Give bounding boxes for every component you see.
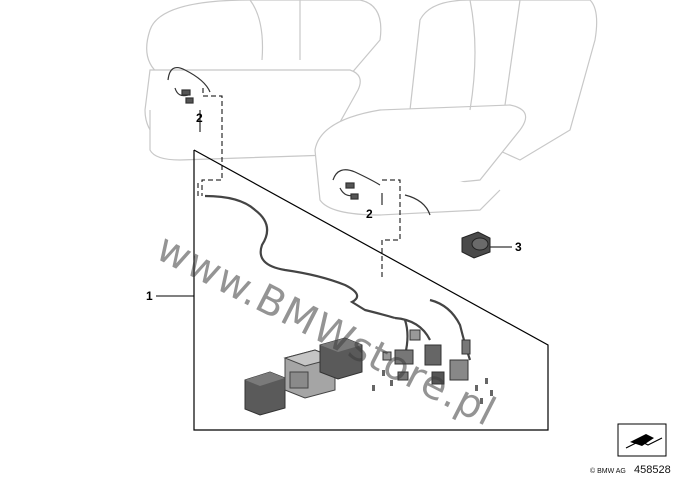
sensor-part — [461, 231, 491, 259]
callout-seat-right-connector: 2 — [366, 207, 373, 221]
callout-seat-left-connector: 2 — [196, 111, 203, 125]
seat-left-wiring — [167, 67, 211, 104]
callout-leaders — [156, 110, 512, 297]
harness-connectors — [382, 329, 471, 385]
seat-left-illustration — [144, 0, 382, 161]
fasteners — [372, 370, 493, 404]
seat-right-wiring — [332, 169, 431, 216]
orientation-arrow-icon — [617, 423, 667, 457]
part-number: 458528 — [634, 464, 671, 476]
control-module-left — [244, 371, 286, 416]
harness-bracket — [193, 149, 549, 431]
connection-leaders — [197, 88, 401, 280]
seat-right-illustration — [314, 0, 598, 216]
copyright-text: © BMW AG — [590, 468, 626, 475]
callout-sensor: 3 — [515, 240, 522, 254]
callout-harness: 1 — [146, 289, 153, 303]
control-module-right — [319, 337, 363, 380]
